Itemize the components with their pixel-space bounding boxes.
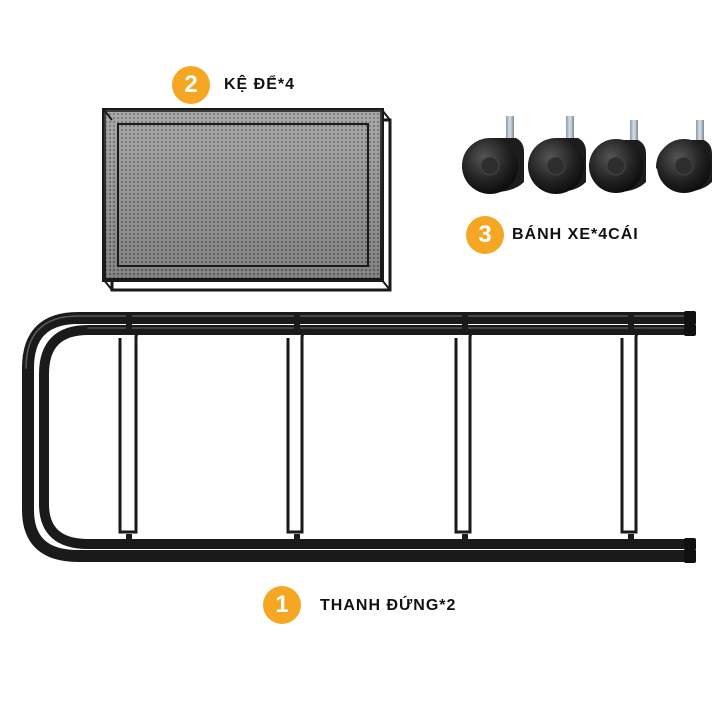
wheels-label: BÁNH XE*4CÁI — [512, 226, 639, 243]
number-badge-3: 3 — [466, 216, 504, 254]
shelf-label: KỆ ĐỂ*4 — [224, 76, 296, 93]
caster-wheel-1 — [462, 116, 524, 194]
upright-label: THANH ĐỨNG*2 — [320, 597, 457, 614]
number-badge-1: 1 — [263, 586, 301, 624]
caster-wheel-4 — [656, 120, 712, 193]
caster-wheel-2 — [528, 116, 586, 194]
number-badge-2: 2 — [172, 66, 210, 104]
caster-wheel-3 — [589, 120, 646, 193]
